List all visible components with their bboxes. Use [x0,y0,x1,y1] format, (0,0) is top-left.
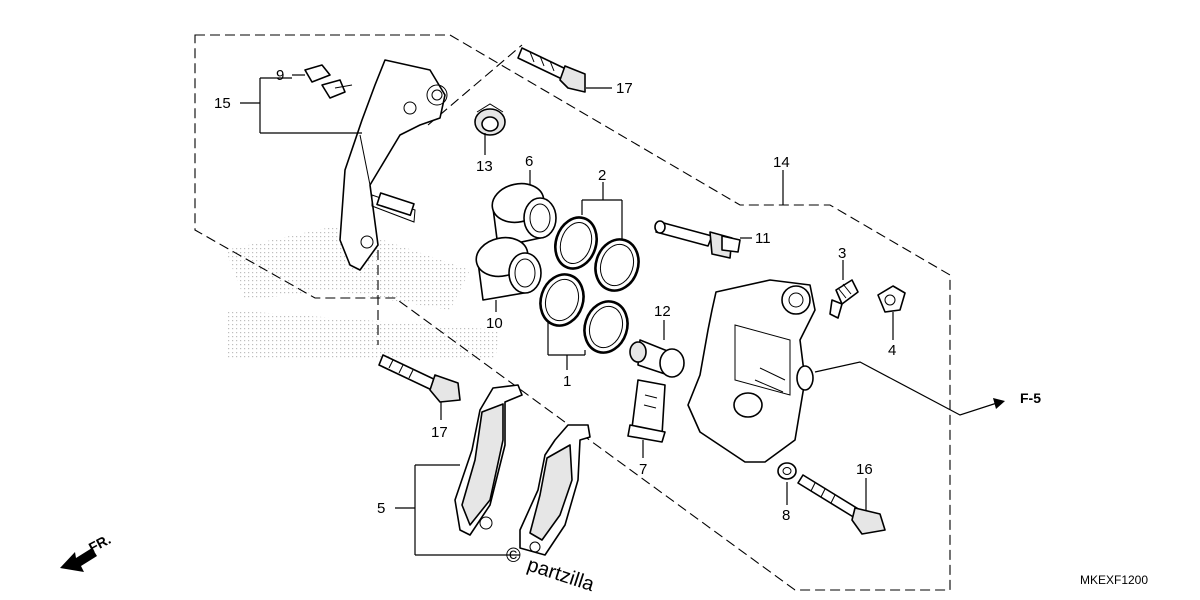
caliper-bracket [339,59,448,271]
callout-9: 9 [276,67,284,84]
piston-upper [491,182,557,248]
callout-2: 2 [598,167,606,184]
assembly-boundary [194,34,951,591]
pad-clip [304,64,353,99]
copyright-symbol: © [506,545,521,567]
caliper-bolt [797,474,886,535]
callout-7: 7 [639,461,647,478]
bleeder-valve [829,279,859,319]
callout-16: 16 [856,461,873,478]
caliper-body [687,279,816,463]
piston-lower [475,236,542,301]
bleeder-cap [877,285,906,313]
bracket-pin [376,192,415,217]
callout-13: 13 [476,158,493,175]
diagram-code: MKEXF1200 [1080,573,1148,587]
background-logo-texture [225,225,500,360]
callout-1: 1 [563,373,571,390]
reference-label-f5: F-5 [1020,390,1041,406]
callout-8: 8 [782,507,790,524]
pin-sleeve [629,339,685,378]
callout-5: 5 [377,500,385,517]
watermark: © partzilla [506,545,598,596]
callout-12: 12 [654,303,671,320]
washer [777,462,797,480]
piston-seals [539,216,640,354]
bolt-top [517,47,586,93]
bolt-lower [378,354,461,403]
watermark-text: partzilla [524,554,597,596]
callout-6: 6 [525,153,533,170]
pad-spring [627,379,666,443]
pin-bolt [654,220,741,259]
callout-11: 11 [755,230,771,247]
brake-pad-outer [454,384,523,536]
callout-15: 15 [214,95,231,112]
callout-14: 14 [773,154,790,171]
callout-17-top: 17 [616,80,633,97]
callout-17-lower: 17 [431,424,448,441]
callout-4: 4 [888,342,896,359]
front-direction-arrow: FR. [60,531,113,572]
boot [474,103,506,136]
leader-lines [240,74,1005,556]
callout-3: 3 [838,245,846,262]
brake-pad-inner [519,424,591,556]
callout-10: 10 [486,315,503,332]
